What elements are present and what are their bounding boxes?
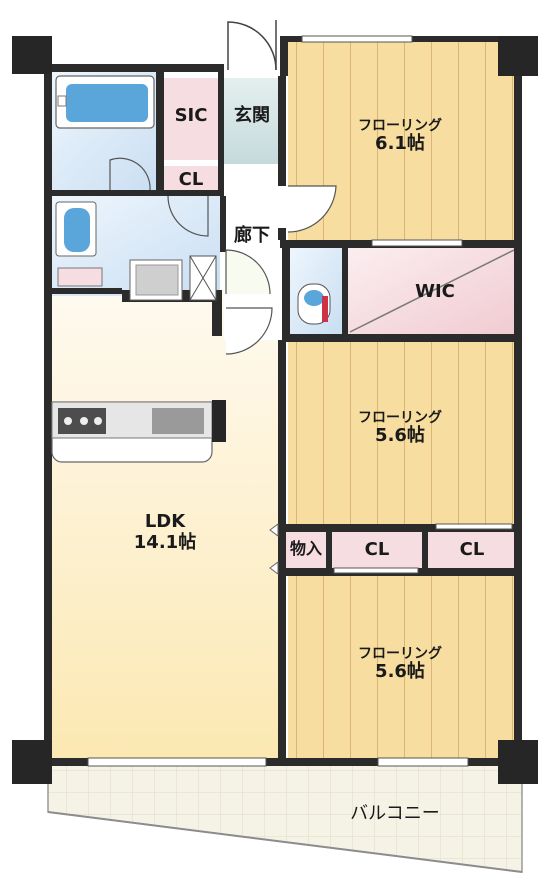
flooring-bottom-floor bbox=[288, 574, 516, 762]
bathtub-icon bbox=[55, 75, 155, 129]
genkan-label: 玄関 bbox=[234, 105, 270, 126]
entry-door bbox=[227, 20, 277, 71]
columns bbox=[12, 36, 538, 784]
monoire-label: 物入 bbox=[289, 539, 322, 558]
cl-mid-right-floor bbox=[428, 532, 516, 570]
interior-doors bbox=[109, 157, 337, 355]
flooring-bottom-label: フローリング 5.6帖 bbox=[330, 646, 470, 683]
flooring-bottom-size: 5.6帖 bbox=[375, 661, 425, 683]
toilet-icon bbox=[297, 283, 331, 325]
flooring-top-name: フローリング bbox=[358, 118, 442, 134]
monoire-floor bbox=[286, 532, 326, 570]
wic-diagonal bbox=[349, 249, 515, 333]
balcony-label: バルコニー bbox=[350, 803, 440, 824]
ldk-floor bbox=[52, 290, 280, 760]
cl-mid-left-floor bbox=[332, 532, 422, 570]
cl-entry-label: CL bbox=[178, 169, 204, 190]
cl-mid-right-label: CL bbox=[459, 539, 485, 560]
washbasin-icon bbox=[55, 201, 97, 257]
ldk-label: LDK 14.1帖 bbox=[110, 511, 220, 553]
sliding-partition bbox=[269, 523, 279, 575]
wic-label: WIC bbox=[415, 281, 455, 302]
flooring-bottom-name: フローリング bbox=[358, 646, 442, 662]
rouka-label: 廊下 bbox=[234, 225, 270, 246]
sic-floor bbox=[164, 78, 218, 160]
genkan-floor bbox=[224, 78, 280, 164]
sic-label: SIC bbox=[174, 105, 208, 126]
flooring-mid-floor bbox=[288, 340, 516, 526]
flooring-top-size: 6.1帖 bbox=[375, 133, 425, 155]
flooring-top-label: フローリング 6.1帖 bbox=[330, 118, 470, 155]
ldk-name: LDK bbox=[144, 511, 186, 532]
flooring-mid-label: フローリング 5.6帖 bbox=[330, 410, 470, 447]
kitchen-counter-icon bbox=[51, 400, 226, 463]
cl-mid-left-label: CL bbox=[364, 539, 390, 560]
pipe-space bbox=[189, 255, 217, 301]
cl-entry-floor bbox=[164, 166, 218, 192]
flooring-mid-size: 5.6帖 bbox=[375, 425, 425, 447]
windows bbox=[87, 35, 513, 767]
flooring-mid-name: フローリング bbox=[358, 410, 442, 426]
laundry-shelf bbox=[57, 267, 103, 287]
ldk-size: 14.1帖 bbox=[133, 531, 197, 553]
washing-machine-icon bbox=[129, 259, 183, 301]
